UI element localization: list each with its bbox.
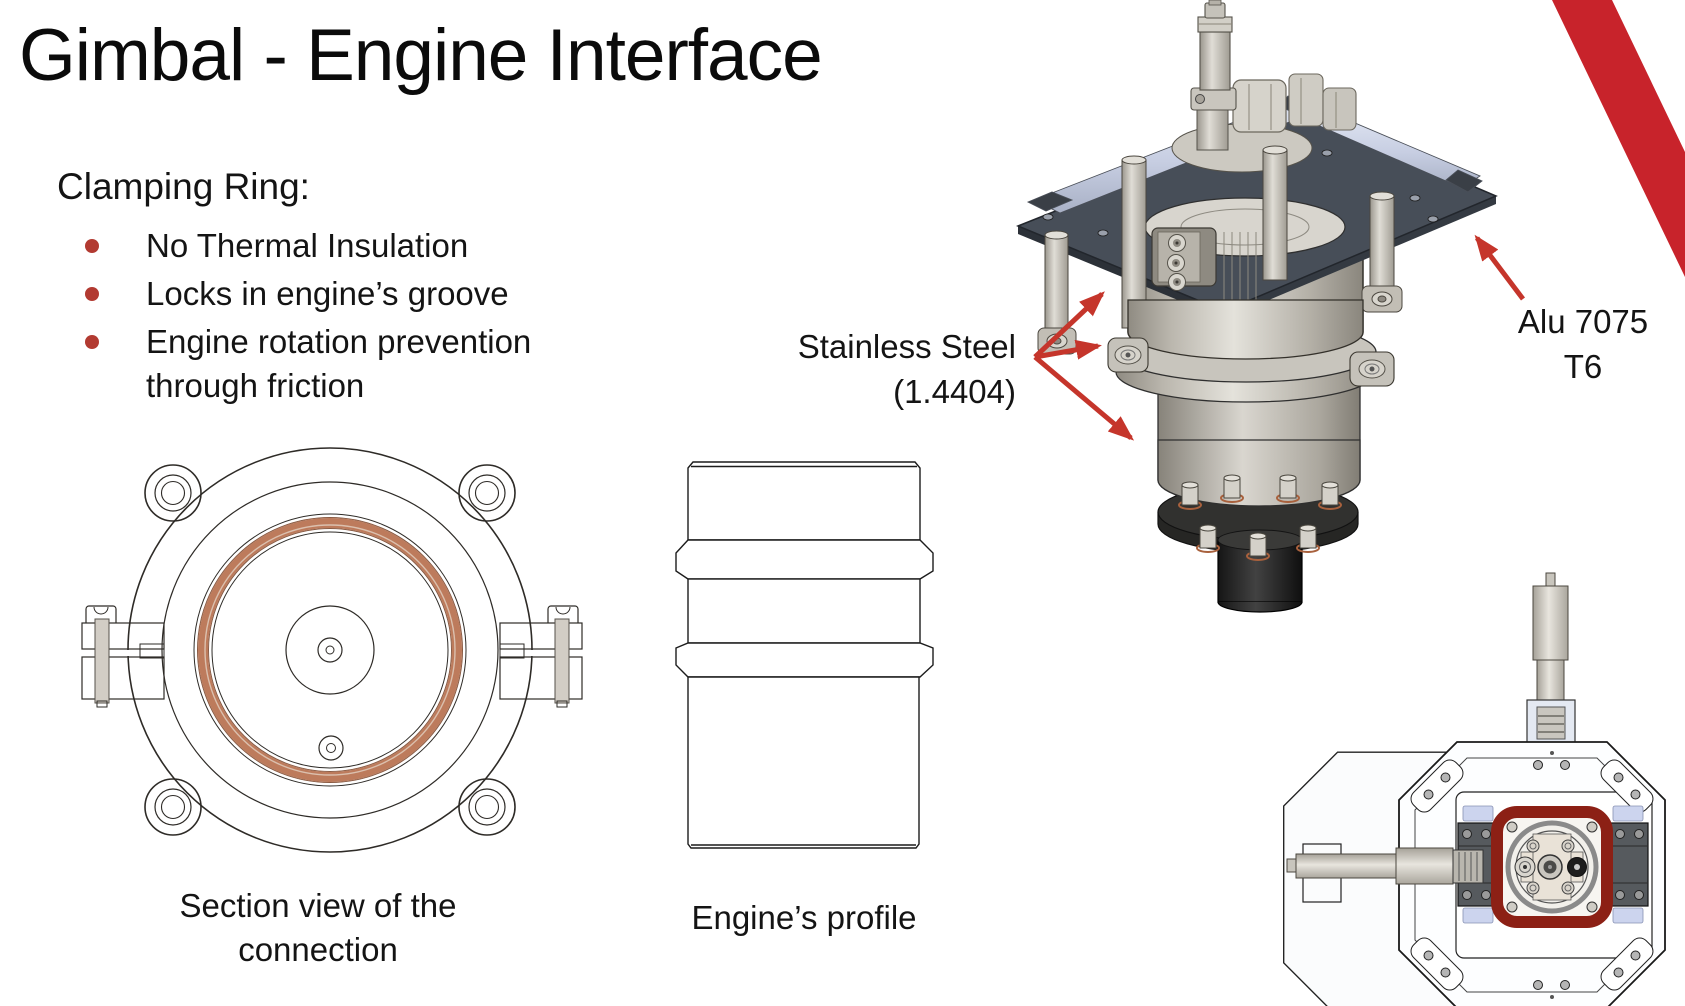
center-engine-interface: [1505, 820, 1599, 914]
connector-block: [1151, 227, 1257, 322]
engine-profile-outline-figure: [675, 461, 934, 849]
interface-bolts: [1526, 839, 1575, 895]
bullet-text: Locks in engine’s groove: [146, 275, 509, 312]
page-title: Gimbal - Engine Interface: [19, 15, 823, 96]
flange-lobes: [144, 464, 516, 836]
sensor-probe: [1190, 0, 1237, 151]
engine-profile-caption: Engine’s profile: [691, 899, 917, 936]
alu-7075-label-line1: Alu 7075: [1517, 303, 1649, 340]
section-view-caption-line1: Section view of the: [179, 887, 457, 924]
arrow-lines: [1033, 291, 1135, 441]
gimbal-engine-assembly-3d-render: [1016, 0, 1498, 613]
bullet-dot-icon: [85, 335, 99, 349]
hex-nuts: [1232, 73, 1357, 133]
lobe-bolt-holes: [154, 474, 506, 826]
bottom-flange-disc: [1157, 439, 1361, 613]
clamping-ring-heading: Clamping Ring:: [57, 166, 310, 207]
clamping-ring-highlight: [1491, 806, 1613, 928]
stainless-steel-label-line2: (1.4404): [893, 373, 1016, 410]
bullet-dot-icon: [85, 239, 99, 253]
engine-groove-flange-lower: [675, 642, 934, 678]
clamp-flange: [1107, 299, 1395, 403]
stainless-steel-label-line1: Stainless Steel: [797, 328, 1016, 365]
bullet-dot-icon: [85, 287, 99, 301]
bullet-text: Engine rotation prevention through frict…: [146, 323, 532, 404]
right-clamp-tab: [499, 605, 583, 708]
disc-bolts: [1178, 474, 1342, 510]
connector-pins: [1167, 234, 1186, 291]
bullet-item: No Thermal Insulation: [85, 224, 578, 268]
copper-clamp-ring: [198, 518, 462, 782]
engine-outline: [675, 461, 934, 849]
section-view-caption: Section view of the connection: [118, 884, 518, 972]
bullet-text: No Thermal Insulation: [146, 227, 469, 264]
left-actuator-rod: [1286, 847, 1484, 885]
gimbal-top-view-render: [1283, 572, 1666, 1006]
clamping-ring-bullet-list: No Thermal Insulation Locks in engine’s …: [85, 224, 578, 412]
section-view-caption-line2: connection: [238, 931, 398, 968]
corner-screws: [1506, 821, 1598, 913]
flange-body: [127, 447, 533, 853]
engine-groove-flange-upper: [675, 539, 934, 580]
alu-plate-arrow: [1474, 234, 1525, 301]
alu-7075-label-line2: T6: [1563, 348, 1603, 385]
corner-arms: [1410, 751, 1654, 999]
corner-stripe-decoration: [1552, 0, 1685, 277]
bullet-item: Locks in engine’s groove: [85, 272, 578, 316]
left-clamp-tab: [81, 605, 165, 708]
disc-bolts-front: [1196, 524, 1320, 561]
bullet-item: Engine rotation prevention through frict…: [85, 320, 578, 408]
stainless-steel-label: Stainless Steel (1.4404): [716, 324, 1016, 414]
alu-7075-label: Alu 7075 T6: [1488, 299, 1678, 389]
vertical-actuator-rod: [1526, 572, 1576, 747]
clamping-ring-section-view-figure: [81, 447, 583, 853]
lavender-pads: [1462, 805, 1644, 924]
stainless-steel-arrows: [1033, 291, 1135, 441]
